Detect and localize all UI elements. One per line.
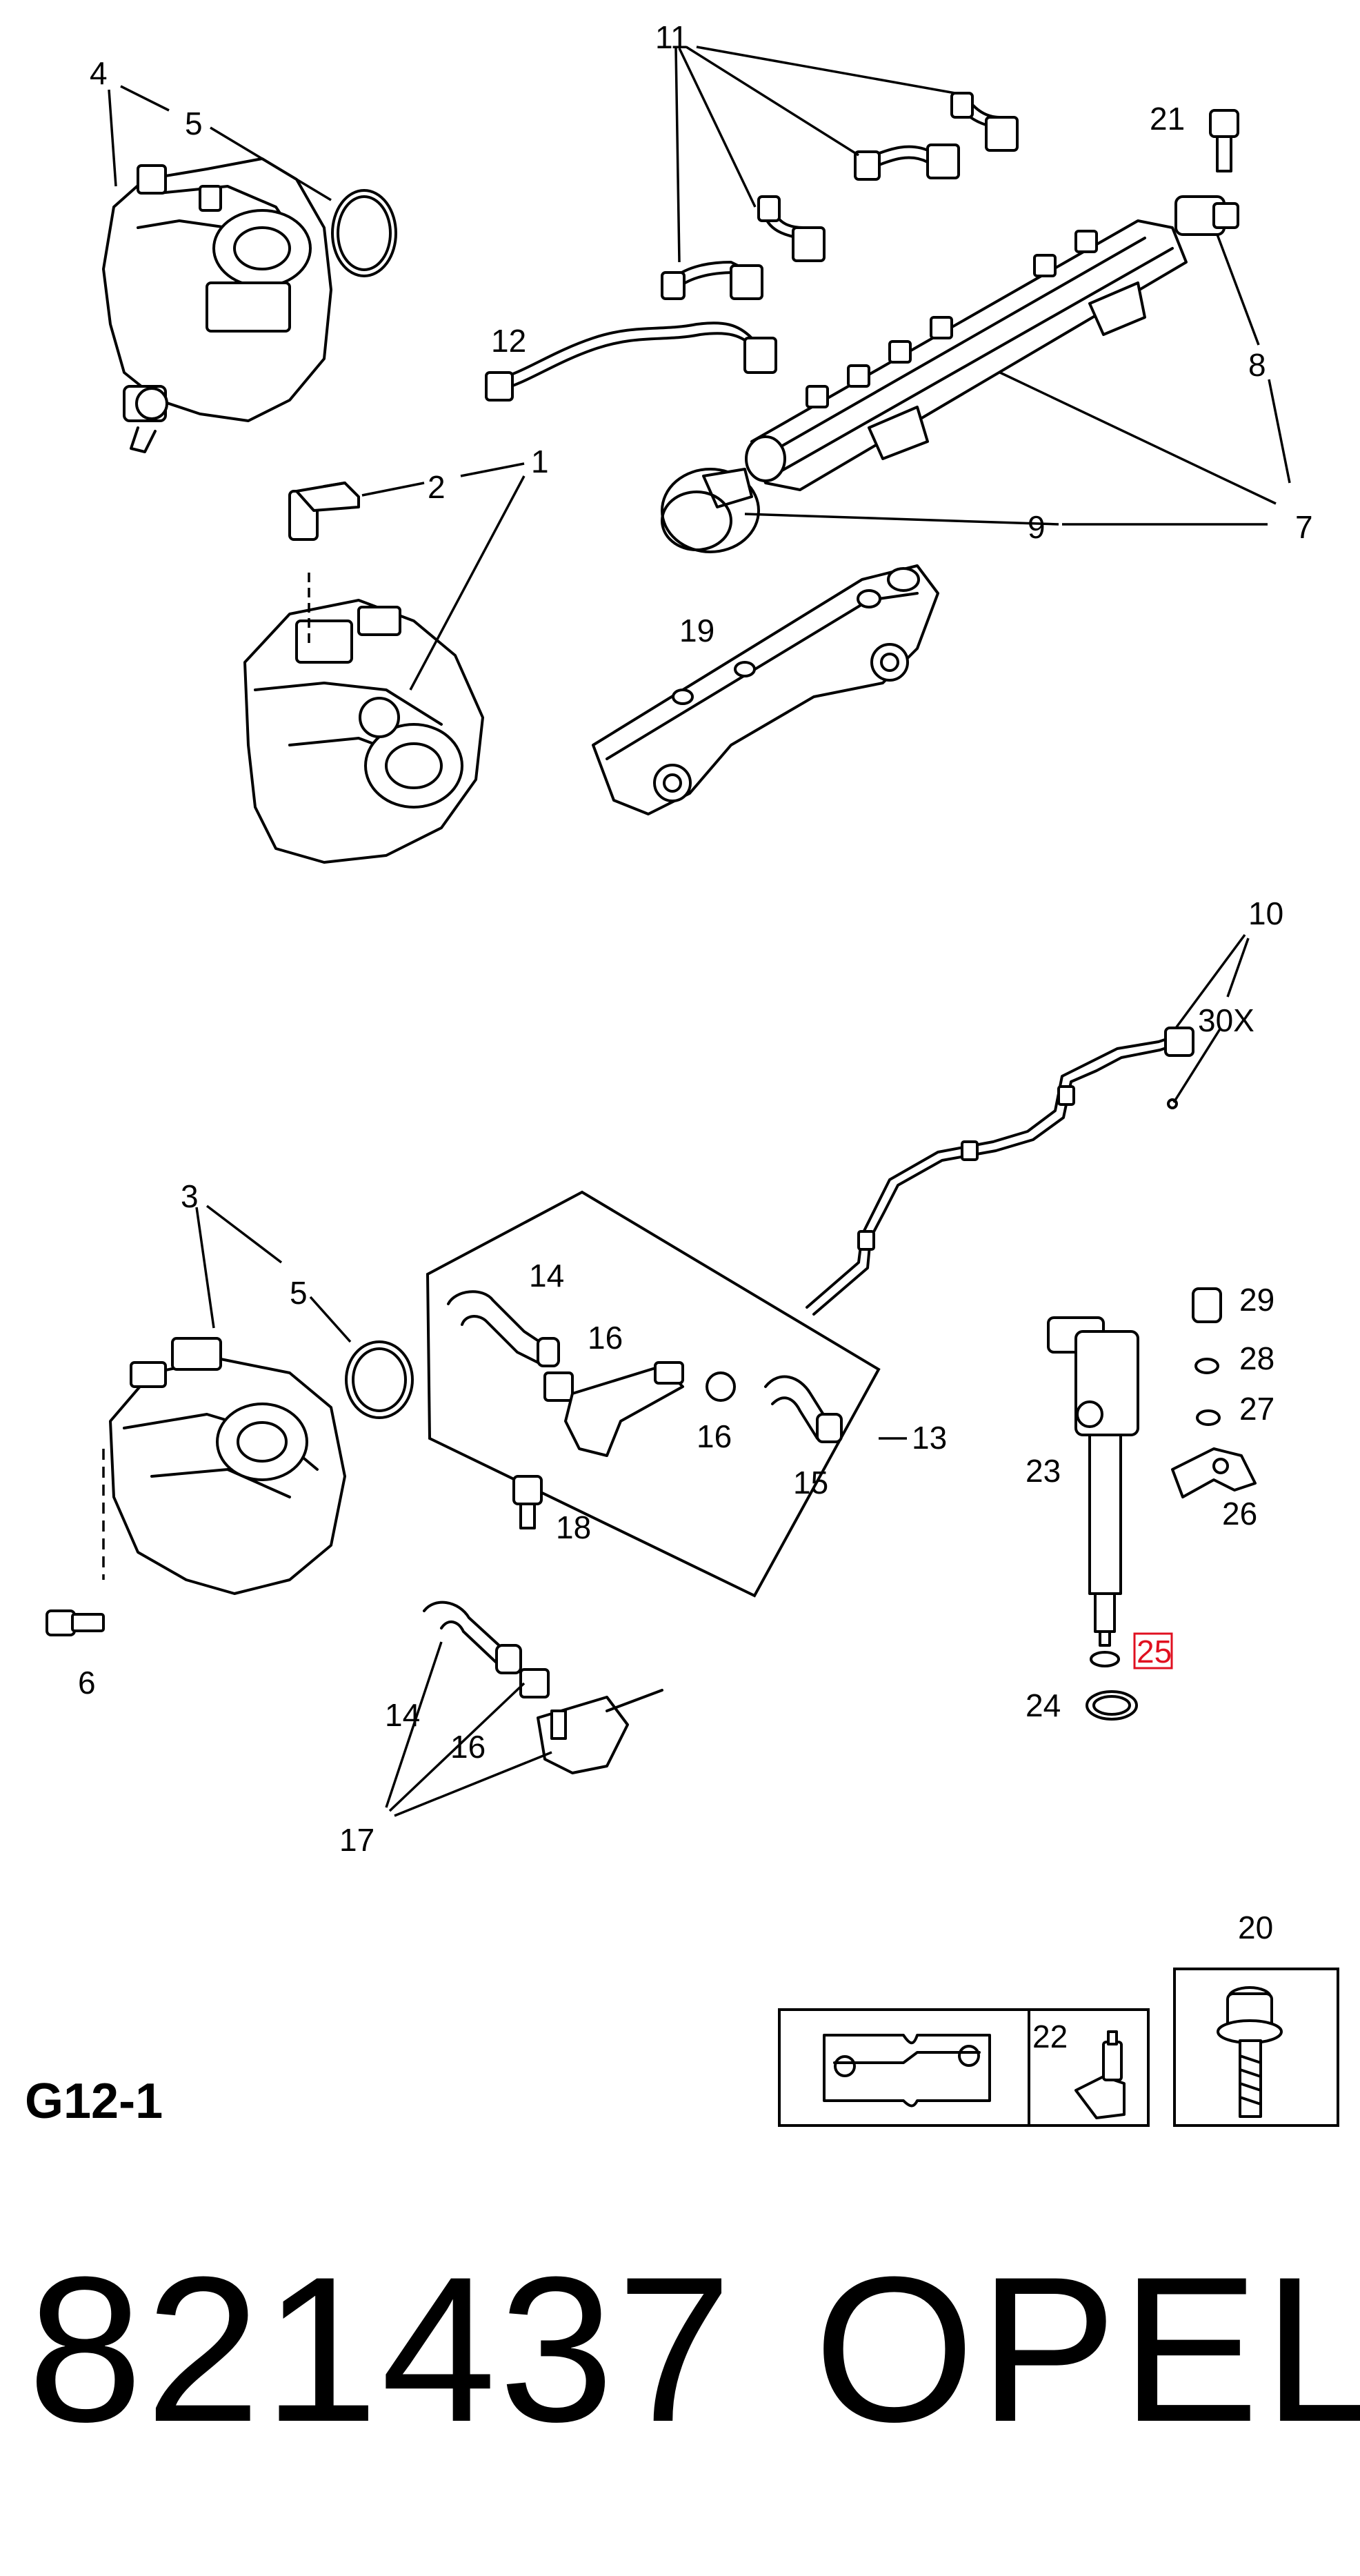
callout-8: 8	[1248, 347, 1266, 383]
callout-30x: 30X	[1198, 1002, 1254, 1038]
callout-4: 4	[90, 55, 108, 91]
callout-7: 7	[1295, 509, 1313, 545]
callout-16-kit-a: 16	[588, 1320, 623, 1356]
bolt-6	[46, 1609, 105, 1636]
callout-16-kit-b: 16	[697, 1418, 732, 1454]
callout-12: 12	[491, 323, 526, 359]
info-box-right	[1173, 1968, 1339, 2127]
callout-26: 26	[1222, 1496, 1257, 1532]
callout-29: 29	[1239, 1282, 1274, 1318]
callout-20: 20	[1238, 1910, 1273, 1945]
injector-seals	[1086, 1651, 1138, 1721]
kit-13-parts	[447, 1290, 843, 1457]
callout-24: 24	[1026, 1687, 1061, 1723]
rail-bracket	[592, 564, 939, 815]
callout-18: 18	[556, 1509, 591, 1545]
high-pressure-pump-top	[102, 157, 332, 453]
bolt-21	[1209, 109, 1239, 172]
callout-9: 9	[1028, 509, 1046, 545]
section-code: G12-1	[25, 2074, 163, 2129]
torx-bolt-icon	[1217, 1986, 1283, 2118]
leader-lines	[108, 46, 1291, 1817]
callout-21: 21	[1150, 101, 1185, 137]
callout-25-highlighted: 25	[1137, 1634, 1172, 1670]
injector-clamp	[1171, 1447, 1257, 1498]
sealant-bottle-icon	[1074, 2030, 1126, 2119]
bolt-18	[512, 1475, 543, 1529]
callout-17: 17	[339, 1822, 374, 1858]
brand-name: OPEL	[814, 2233, 1360, 2465]
callout-6: 6	[78, 1665, 96, 1701]
callout-5-lower: 5	[290, 1275, 308, 1311]
callout-16-lower: 16	[450, 1729, 486, 1765]
part-number: 821437	[28, 2233, 735, 2465]
o-ring-top	[331, 189, 397, 277]
callout-3: 3	[181, 1178, 199, 1214]
pressure-fitting	[288, 482, 360, 648]
return-hose	[806, 1027, 1194, 1316]
callout-10: 10	[1248, 895, 1283, 931]
fuel-injector	[1047, 1316, 1139, 1647]
callout-14-kit: 14	[529, 1258, 564, 1294]
callout-15: 15	[793, 1465, 828, 1500]
callout-2: 2	[428, 469, 446, 505]
callout-22: 22	[1032, 2019, 1068, 2054]
fuel-lines	[485, 92, 1019, 402]
callout-27: 27	[1239, 1391, 1274, 1427]
callout-1: 1	[531, 444, 549, 479]
callout-23: 23	[1026, 1453, 1061, 1489]
sleeve-29	[1192, 1287, 1222, 1323]
callout-28: 28	[1239, 1340, 1274, 1376]
washer-28	[1194, 1358, 1219, 1374]
o-ring-lower	[345, 1340, 414, 1419]
fuel-rail	[745, 219, 1188, 491]
high-pressure-pump-lower	[102, 1337, 346, 1595]
kit-17-parts	[423, 1601, 663, 1774]
pressure-relief-valve	[1174, 195, 1239, 236]
washer-27	[1196, 1409, 1221, 1426]
callouts: 4 5 11 21 12 8 2 1 9 7 19 10 30X 3 5 14 …	[78, 19, 1313, 2054]
kit-frame-13	[426, 1190, 881, 1598]
high-pressure-pump-middle	[243, 599, 484, 864]
manual-book-wrench-icon	[823, 2034, 991, 2108]
info-box-left	[778, 2008, 1150, 2127]
callout-5-top: 5	[185, 106, 203, 141]
callout-13: 13	[912, 1420, 947, 1456]
callout-11: 11	[655, 19, 688, 55]
pressure-sensor	[661, 468, 760, 553]
callout-14-lower: 14	[385, 1697, 420, 1733]
highlight-box-25	[1133, 1632, 1173, 1670]
callout-19: 19	[679, 613, 714, 648]
